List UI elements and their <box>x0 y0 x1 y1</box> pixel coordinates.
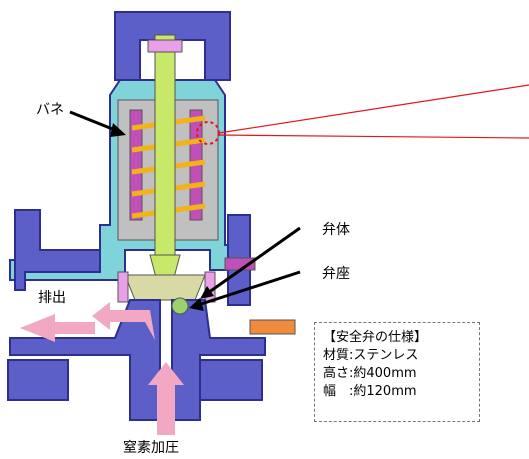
inlet-arrow <box>148 362 184 435</box>
exhaust-arrow <box>20 314 95 342</box>
label-spring: バネ <box>36 102 64 118</box>
spec-width: 幅 :約120mm <box>323 384 417 399</box>
label-exhaust: 排出 <box>38 290 66 306</box>
valve-seat <box>171 297 189 315</box>
side-bolt-assembly <box>224 214 296 335</box>
callout <box>196 84 529 145</box>
spec-height: 高さ:約400mm <box>323 366 417 381</box>
spec-box: 【安全弁の仕様】 材質:ステンレス 高さ:約400mm 幅 :約120mm <box>314 322 480 422</box>
label-valve-seat: 弁座 <box>322 266 350 282</box>
flow-arrows <box>20 302 184 435</box>
inner-flow-arrow <box>92 302 155 340</box>
guide-ring-left <box>117 271 129 303</box>
pointer-arrows <box>69 110 301 311</box>
label-nitrogen-pressure: 窒素加圧 <box>123 439 179 456</box>
spec-material: 材質:ステンレス <box>323 348 419 363</box>
valve-disc <box>124 274 206 301</box>
left-flange <box>14 209 101 291</box>
label-valve-body: 弁体 <box>322 222 350 238</box>
spec-title: 【安全弁の仕様】 <box>323 330 428 345</box>
